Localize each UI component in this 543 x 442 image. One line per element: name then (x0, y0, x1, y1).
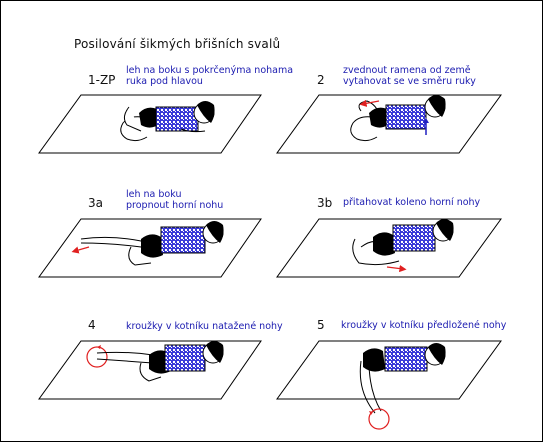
exercise-3a-desc-line2: propnout horní nohu (126, 200, 224, 211)
mat-3b (276, 218, 502, 278)
exercise-4-number: 4 (88, 318, 96, 332)
figure-4 (86, 341, 224, 382)
exercise-5-number: 5 (317, 318, 325, 332)
exercise-3a-number: 3a (88, 196, 103, 210)
arrow-extend-icon (71, 246, 90, 254)
exercise-1-desc-line2: ruka pod hlavou (126, 76, 203, 87)
circle-motion-icon (368, 408, 390, 430)
exercise-3b-number: 3b (317, 196, 333, 210)
arrow-pull-icon (386, 264, 407, 273)
exercise-2-desc-line1: zvednout ramena od země (343, 65, 471, 76)
exercise-3a-desc-line1: leh na boku (126, 189, 182, 200)
exercise-1-number: 1-ZP (88, 73, 116, 87)
figure-3a (71, 221, 224, 266)
exercise-5-desc-line1: kroužky v kotníku předložené nohy (341, 320, 507, 331)
exercise-2-desc-line2: vytahovat se ve směru ruky (343, 76, 476, 87)
figure-3b (352, 219, 454, 273)
figure-2 (350, 95, 446, 142)
exercise-1-desc-line1: leh na boku s pokrčenýma nohama (126, 65, 294, 76)
mat-3a (38, 218, 262, 278)
arrow-stretch-icon (359, 99, 380, 107)
circle-motion-icon (86, 346, 108, 368)
figure-1 (120, 101, 215, 142)
mat-5 (276, 340, 502, 400)
exercise-3b-desc-line1: přitahovat koleno horní nohy (343, 197, 481, 208)
page-title: Posilování šikmých břišních svalů (74, 37, 281, 51)
figure-5 (359, 343, 446, 430)
exercise-4-desc-line1: kroužky v kotníku natažené nohy (126, 321, 283, 332)
mat-1 (38, 94, 262, 154)
exercise-2-number: 2 (317, 73, 325, 87)
mat-2 (276, 94, 502, 154)
mat-4 (38, 340, 262, 400)
